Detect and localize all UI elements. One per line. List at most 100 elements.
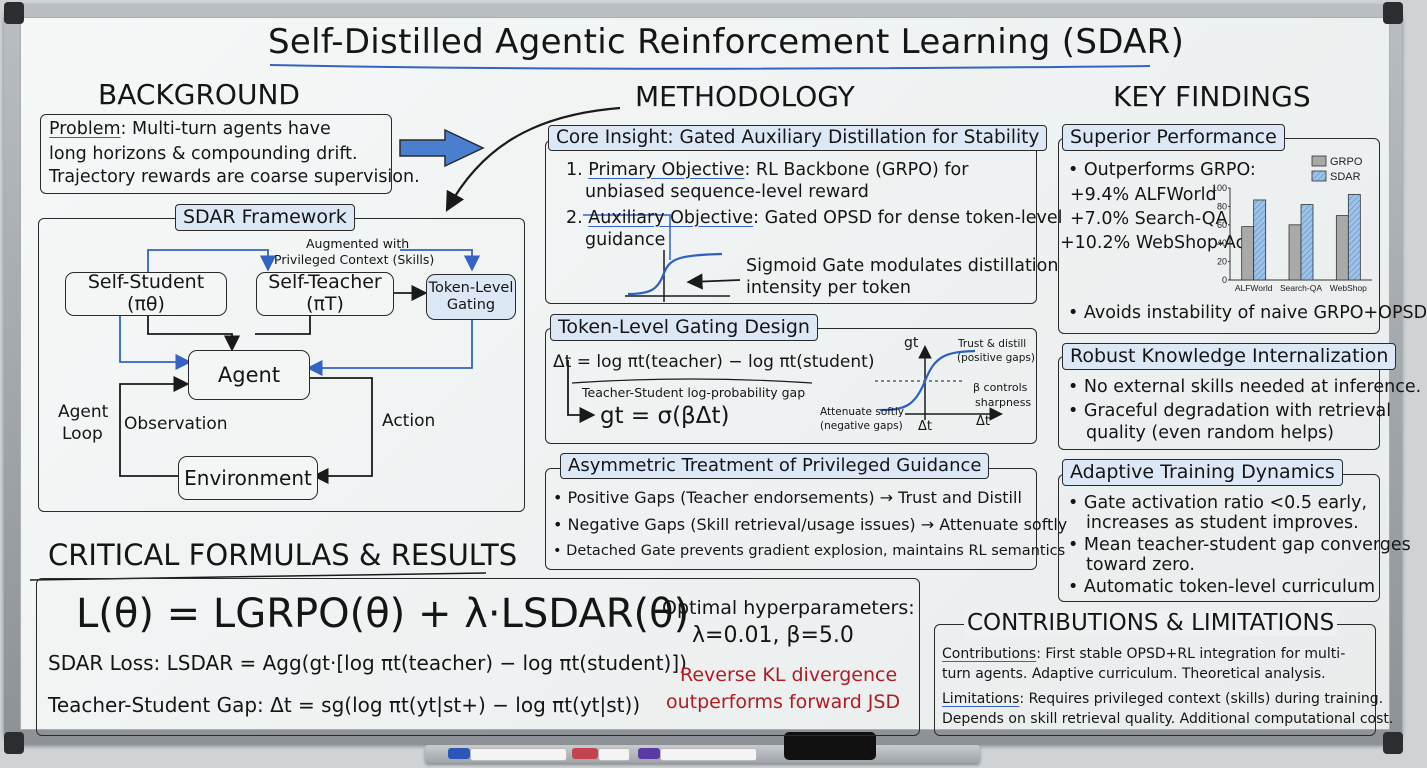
plot-delta-axis-label: Δt (976, 414, 990, 429)
agent-label: Agent (217, 362, 281, 387)
gating-design-heading: Token-Level Gating Design (550, 314, 818, 341)
augmented-label-2: Privileged Context (Skills) (274, 252, 435, 267)
problem-line-1: Problem: Multi-turn agents have (49, 119, 331, 139)
gap-note: Teacher-Student log-probability gap (582, 385, 806, 400)
legend-swatch-sdar (1311, 170, 1327, 182)
plot-gt-label: gt (904, 335, 919, 351)
chart-y-tick-label: 0 (1222, 275, 1227, 285)
asymmetric-heading: Asymmetric Treatment of Privileged Guida… (560, 453, 990, 479)
chart-y-tick-label: 60 (1217, 220, 1227, 230)
problem-line-2: long horizons & compounding drift. (49, 144, 358, 164)
robust-item-3: quality (even random helps) (1086, 423, 1335, 443)
avoids-instability: • Avoids instability of naive GRPO+OPSD (1068, 303, 1427, 323)
gain-webshop: +10.2% WebShop-Acc (1060, 233, 1255, 253)
sigmoid-note-1: Sigmoid Gate modulates distillation (746, 256, 1059, 276)
adaptive-heading: Adaptive Training Dynamics (1062, 459, 1343, 486)
self-teacher-label: Self-Teacher (πT) (268, 271, 382, 315)
adaptive-item-1: • Gate activation ratio <0.5 early, (1068, 493, 1368, 513)
contrib-heading: CONTRIBUTIONS & LIMITATIONS (964, 610, 1338, 637)
bar-sdar-search-qa (1300, 204, 1314, 281)
adaptive-item-3: • Mean teacher-student gap converges (1068, 535, 1411, 555)
robust-item-2: • Graceful degradation with retrieval (1068, 401, 1392, 421)
gain-alfworld: +9.4% ALFWorld (1070, 185, 1217, 205)
bar-grpo-alfworld (1241, 226, 1255, 281)
white-marker[interactable] (598, 748, 630, 761)
trust-label-2: (positive gaps) (957, 352, 1035, 364)
token-gating-label-2: Gating (446, 297, 496, 313)
bar-sdar-webshop (1347, 194, 1361, 281)
beta-label-2: sharpness (975, 396, 1032, 409)
problem-label: Problem (49, 119, 121, 139)
chart-y-tick-label: 100 (1212, 183, 1227, 193)
sdar-loss-formula: SDAR Loss: LSDAR = Agg(gt·[log πt(teache… (48, 651, 687, 675)
item1-line1: 1. Primary Objective: RL Backbone (GRPO)… (566, 160, 968, 180)
legend-label-sdar: SDAR (1330, 171, 1361, 183)
limit-label: Limitations (942, 691, 1020, 707)
core-insight-heading: Core Insight: Gated Auxiliary Distillati… (548, 125, 1048, 152)
adaptive-item-2: increases as student improves. (1086, 513, 1359, 533)
item1-line2: unbiased sequence-level reward (585, 182, 869, 202)
adaptive-item-5: • Automatic token-level curriculum (1068, 577, 1375, 597)
token-gating-node[interactable]: Token-Level Gating (426, 274, 516, 320)
sigmoid-note-2: intensity per token (746, 278, 912, 298)
item1-number: 1. (566, 160, 583, 180)
blue-arrow-shape (399, 128, 485, 168)
chart-y-tick-label: 20 (1217, 257, 1227, 267)
eraser[interactable] (784, 732, 876, 760)
limit-line-2: Depends on skill retrieval quality. Addi… (942, 711, 1394, 727)
self-student-node[interactable]: Self-Student (πθ) (65, 271, 227, 316)
observation-label: Observation (124, 414, 228, 434)
background-heading: BACKGROUND (98, 78, 300, 111)
chart-y-tick-label: 80 (1217, 201, 1227, 211)
gain-searchqa: +7.0% Search-QA (1070, 209, 1228, 229)
asym-item-3: • Detached Gate prevents gradient explos… (553, 543, 1066, 559)
sigmoid-curve (627, 252, 723, 296)
environment-node[interactable]: Environment (178, 456, 318, 500)
item2-line2: guidance (585, 230, 666, 250)
white-marker[interactable] (470, 748, 567, 761)
kl-note-2: outperforms forward JSD (666, 691, 901, 713)
agent-node[interactable]: Agent (188, 350, 310, 400)
white-marker[interactable] (660, 748, 757, 761)
contrib-line-2: turn agents. Adaptive curriculum. Theore… (942, 666, 1326, 682)
frame-corner (1383, 2, 1403, 24)
red-marker[interactable] (572, 748, 598, 759)
item1-label: Primary Objective (588, 160, 745, 180)
gate-sigmoid-curve (879, 349, 976, 412)
main-loss-formula: L(θ) = LGRPO(θ) + λ·LSDAR(θ) (76, 591, 690, 637)
kl-note-1: Reverse KL divergence (680, 664, 898, 686)
superior-heading: Superior Performance (1062, 124, 1285, 151)
chart-x-tick-label: ALFWorld (1235, 283, 1273, 293)
outperforms-label: • Outperforms GRPO: (1068, 160, 1256, 180)
framework-heading: SDAR Framework (175, 204, 355, 231)
problem-line-3: Trajectory rewards are coarse supervisio… (49, 167, 420, 187)
attenuate-label-2: (negative gaps) (820, 420, 903, 432)
legend-swatch-grpo (1311, 155, 1327, 167)
attenuate-label-1: Attenuate softly (820, 406, 905, 418)
methodology-heading: METHODOLOGY (635, 80, 855, 113)
action-label: Action (382, 411, 436, 431)
trust-label-1: Trust & distill (958, 338, 1027, 350)
robust-heading: Robust Knowledge Internalization (1062, 343, 1397, 370)
frame-corner (1383, 732, 1403, 754)
beta-label-1: β controls (973, 381, 1028, 394)
purple-marker[interactable] (638, 748, 660, 759)
agent-loop-label-1: Agent (58, 402, 109, 422)
contrib-line-1: Contributions: First stable OPSD+RL inte… (942, 646, 1345, 662)
gt-formula: gt = σ(βΔt) (600, 403, 730, 429)
adaptive-item-4: toward zero. (1086, 555, 1195, 575)
page-title: Self-Distilled Agentic Reinforcement Lea… (268, 22, 1185, 62)
augmented-label-1: Augmented with (306, 236, 410, 251)
bar-sdar-alfworld (1253, 199, 1267, 281)
blue-marker[interactable] (448, 748, 470, 759)
agent-loop-label-2: Loop (62, 424, 103, 444)
self-teacher-node[interactable]: Self-Teacher (πT) (256, 271, 394, 316)
optimal-values: λ=0.01, β=5.0 (692, 623, 854, 648)
robust-item-1: • No external skills needed at inference… (1068, 377, 1422, 397)
legend-label-grpo: GRPO (1330, 156, 1363, 168)
teacher-student-gap-formula: Teacher-Student Gap: Δt = sg(log πt(yt|s… (48, 693, 641, 717)
self-student-label: Self-Student (πθ) (87, 271, 205, 315)
item2-text: : Gated OPSD for dense token-level (753, 208, 1063, 228)
contrib-label: Contributions (942, 646, 1037, 662)
